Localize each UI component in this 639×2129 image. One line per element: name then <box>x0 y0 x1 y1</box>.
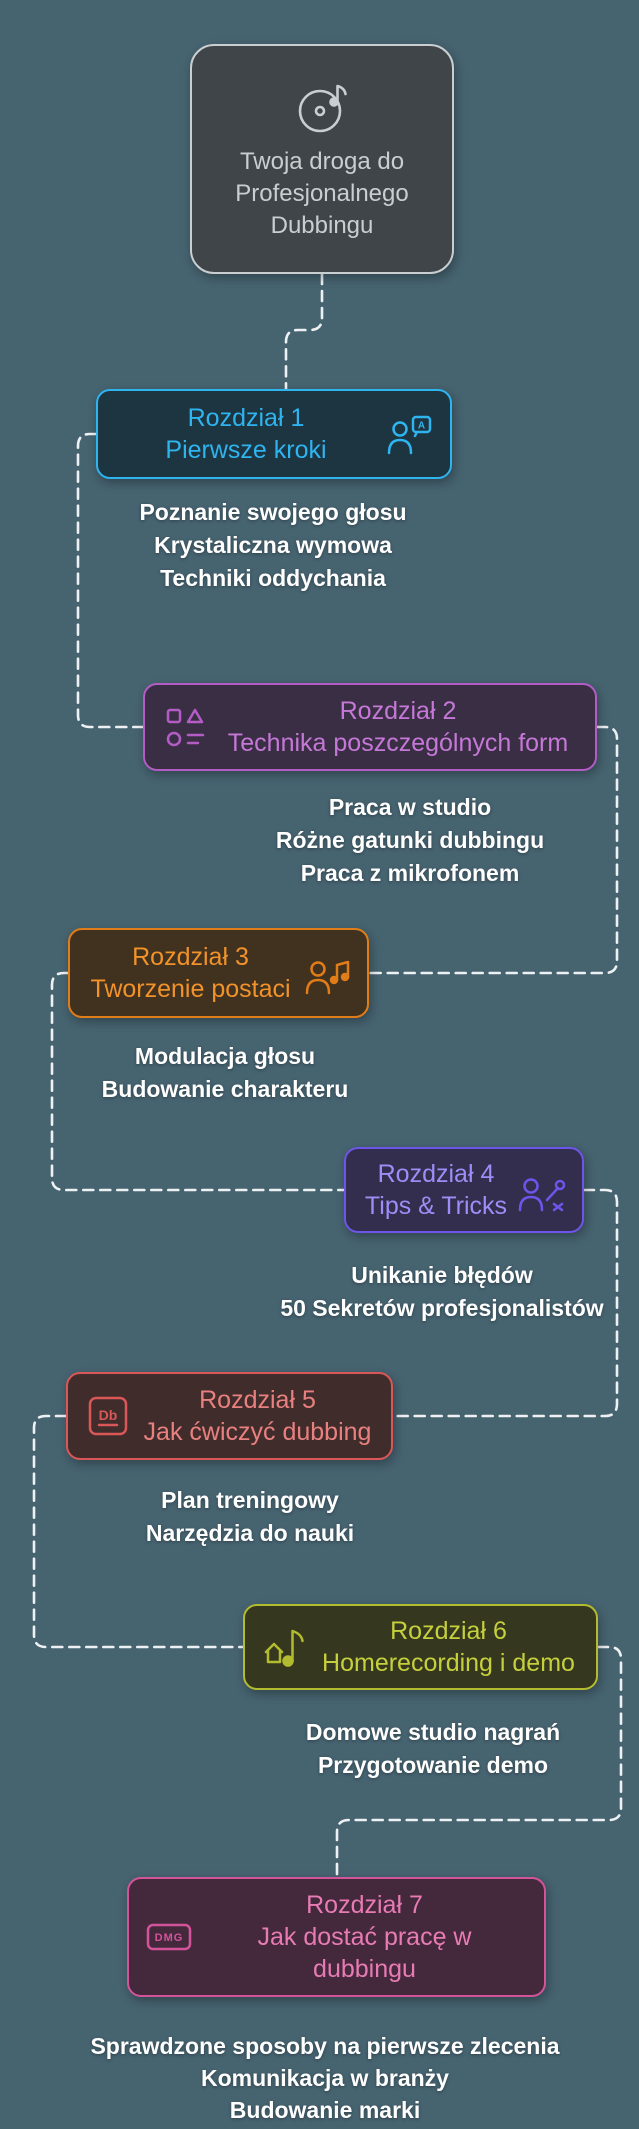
bullet-line: Domowe studio nagrań <box>305 1719 561 1745</box>
root-title-line: Profesjonalnego <box>235 180 409 207</box>
connector-5-to-6 <box>32 1414 245 1649</box>
chapter-6-title: Rozdział 6 Homerecording i demo <box>315 1615 582 1679</box>
bullet-line: Przygotowanie demo <box>317 1752 549 1778</box>
chapter-subtitle: Pierwsze kroki <box>165 436 327 464</box>
dmg-badge-icon: DMG <box>143 1911 195 1963</box>
chapter-label: Rozdział 5 <box>199 1386 316 1414</box>
bullet-line: Praca w studio <box>328 794 492 820</box>
chapter-node-5[interactable]: Db Rozdział 5 Jak ćwiczyć dubbing <box>66 1372 393 1460</box>
bullet-line: Krystaliczna wymowa <box>154 532 392 558</box>
disc-music-icon <box>290 76 354 140</box>
chapter-label: Rozdział 1 <box>187 404 305 432</box>
bullet-line: 50 Sekretów profesjonalistów <box>280 1295 604 1321</box>
chapter-label: Rozdział 4 <box>377 1160 495 1188</box>
bullet-line: Praca z mikrofonem <box>300 860 520 886</box>
bullet-line: Różne gatunki dubbingu <box>275 827 545 853</box>
chapter-6-bullets: Domowe studio nagrań Przygotowanie demo <box>233 1716 633 1782</box>
connector-3-to-4 <box>50 971 346 1192</box>
chapter-1-title: Rozdział 1 Pierwsze kroki <box>112 402 380 466</box>
chapter-label: Rozdział 7 <box>306 1891 423 1919</box>
root-title-line: Dubbingu <box>270 212 374 239</box>
chapter-label: Rozdział 2 <box>339 697 457 725</box>
chapter-node-4[interactable]: Rozdział 4 Tips & Tricks <box>344 1147 584 1233</box>
chapter-subtitle: Jak ćwiczyć dubbing <box>143 1418 372 1446</box>
character-voice-icon <box>301 947 353 999</box>
chapter-4-bullets: Unikanie błędów 50 Sekretów profesjonali… <box>247 1259 637 1325</box>
connector-6-to-7 <box>335 1645 623 1879</box>
chapter-5-title: Rozdział 5 Jak ćwiczyć dubbing <box>138 1384 377 1448</box>
chapter-subtitle: Technika poszczególnych form <box>227 729 569 757</box>
bullet-line: Techniki oddychania <box>160 565 386 591</box>
chapter-7-title: Rozdział 7 Jak dostać pracę w dubbingu <box>199 1889 530 1985</box>
root-title: Twoja droga do Profesjonalnego Dubbingu <box>235 146 408 242</box>
chapter-7-bullets: Sprawdzone sposoby na pierwsze zlecenia … <box>40 2030 610 2126</box>
chapter-node-2[interactable]: Rozdział 2 Technika poszczególnych form <box>143 683 597 771</box>
bullet-line: Poznanie swojego głosu <box>139 499 407 525</box>
chapter-node-3[interactable]: Rozdział 3 Tworzenie postaci <box>68 928 369 1018</box>
person-tools-icon <box>516 1164 568 1216</box>
chapter-label: Rozdział 6 <box>390 1617 507 1645</box>
chapter-1-bullets: Poznanie swojego głosu Krystaliczna wymo… <box>83 496 463 595</box>
bullet-line: Sprawdzone sposoby na pierwsze zlecenia <box>90 2033 560 2059</box>
chapter-node-1[interactable]: Rozdział 1 Pierwsze kroki A <box>96 389 452 479</box>
bullet-line: Budowanie charakteru <box>101 1076 349 1102</box>
chapter-2-title: Rozdział 2 Technika poszczególnych form <box>215 695 581 759</box>
bullet-line: Plan treningowy <box>161 1487 339 1513</box>
connector-4-to-5 <box>391 1188 619 1418</box>
db-practice-icon: Db <box>82 1390 134 1442</box>
chapter-node-7[interactable]: DMG Rozdział 7 Jak dostać pracę w dubbin… <box>127 1877 546 1997</box>
chapter-subtitle: Tips & Tricks <box>364 1192 508 1220</box>
voice-speech-icon: A <box>384 408 436 460</box>
root-node[interactable]: Twoja droga do Profesjonalnego Dubbingu <box>190 44 454 274</box>
connector-root-to-1 <box>284 272 324 391</box>
bullet-line: Komunikacja w branży <box>201 2065 449 2091</box>
voice-icon-letter: A <box>418 421 425 432</box>
chapter-5-bullets: Plan treningowy Narzędzia do nauki <box>70 1484 430 1550</box>
shapes-icon <box>159 701 211 753</box>
db-icon-letters: Db <box>99 1407 118 1423</box>
connector-1-to-2 <box>76 432 145 729</box>
bullet-line: Modulacja głosu <box>134 1043 316 1069</box>
root-title-line: Twoja droga do <box>239 148 405 175</box>
chapter-3-bullets: Modulacja głosu Budowanie charakteru <box>45 1040 405 1106</box>
chapter-subtitle: Tworzenie postaci <box>90 975 291 1003</box>
chapter-4-title: Rozdział 4 Tips & Tricks <box>360 1158 512 1222</box>
chapter-node-6[interactable]: Rozdział 6 Homerecording i demo <box>243 1604 598 1690</box>
bullet-line: Budowanie marki <box>229 2097 421 2123</box>
home-recording-icon <box>259 1621 311 1673</box>
dmg-icon-letters: DMG <box>155 1932 184 1944</box>
chapter-subtitle: Jak dostać pracę w dubbingu <box>257 1923 472 1983</box>
chapter-2-bullets: Praca w studio Różne gatunki dubbingu Pr… <box>210 791 610 890</box>
bullet-line: Narzędzia do nauki <box>145 1520 355 1546</box>
connector-2-to-3 <box>367 725 619 975</box>
bullet-line: Unikanie błędów <box>351 1262 533 1288</box>
chapter-subtitle: Homerecording i demo <box>322 1649 575 1677</box>
chapter-3-title: Rozdział 3 Tworzenie postaci <box>84 941 297 1005</box>
chapter-label: Rozdział 3 <box>132 943 249 971</box>
